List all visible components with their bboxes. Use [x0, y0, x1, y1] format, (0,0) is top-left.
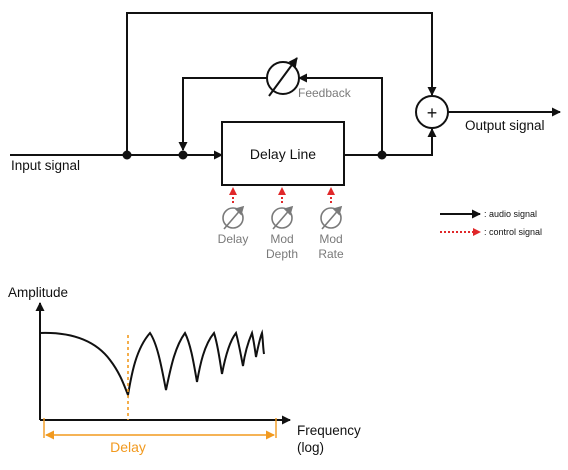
junction-dot: [178, 150, 188, 160]
dry-path: [126, 12, 437, 155]
control-arrows: [229, 187, 335, 203]
delay-line-label: Delay Line: [250, 146, 316, 162]
mod-rate-knob-icon: [320, 205, 343, 230]
junctions: [122, 150, 387, 160]
control-label-mod-depth-2: Depth: [266, 247, 298, 261]
adder-icon: [415, 95, 449, 129]
legend-control-label: : control signal: [484, 227, 542, 237]
wet-path: [344, 128, 437, 156]
delay-span-label: Delay: [110, 439, 146, 455]
junction-dot: [377, 150, 387, 160]
control-label-mod-rate-1: Mod: [319, 232, 342, 246]
delay-knob-icon: [222, 205, 245, 230]
legend: : audio signal : control signal: [440, 209, 542, 237]
frequency-log-label: (log): [297, 440, 324, 455]
feedback-path-right: [298, 73, 383, 155]
feedback-label: Feedback: [298, 86, 352, 100]
output-signal-label: Output signal: [465, 118, 545, 133]
comb-filter-curve: [39, 329, 265, 399]
frequency-response-plot: Amplitude Frequency (log) Delay: [8, 285, 361, 455]
input-signal-label: Input signal: [11, 158, 80, 173]
legend-audio-label: : audio signal: [484, 209, 537, 219]
amplitude-label: Amplitude: [8, 285, 68, 300]
mod-depth-knob-icon: [271, 205, 294, 230]
feedback-knob-icon: [266, 57, 300, 97]
control-label-mod-rate-2: Rate: [318, 247, 344, 261]
adder-symbol: +: [427, 103, 438, 123]
control-label-delay: Delay: [218, 232, 249, 246]
feedback-path-left: [178, 77, 267, 151]
frequency-label: Frequency: [297, 423, 361, 438]
control-label-mod-depth-1: Mod: [270, 232, 293, 246]
junction-dot: [122, 150, 132, 160]
delay-line-box: [221, 121, 345, 186]
